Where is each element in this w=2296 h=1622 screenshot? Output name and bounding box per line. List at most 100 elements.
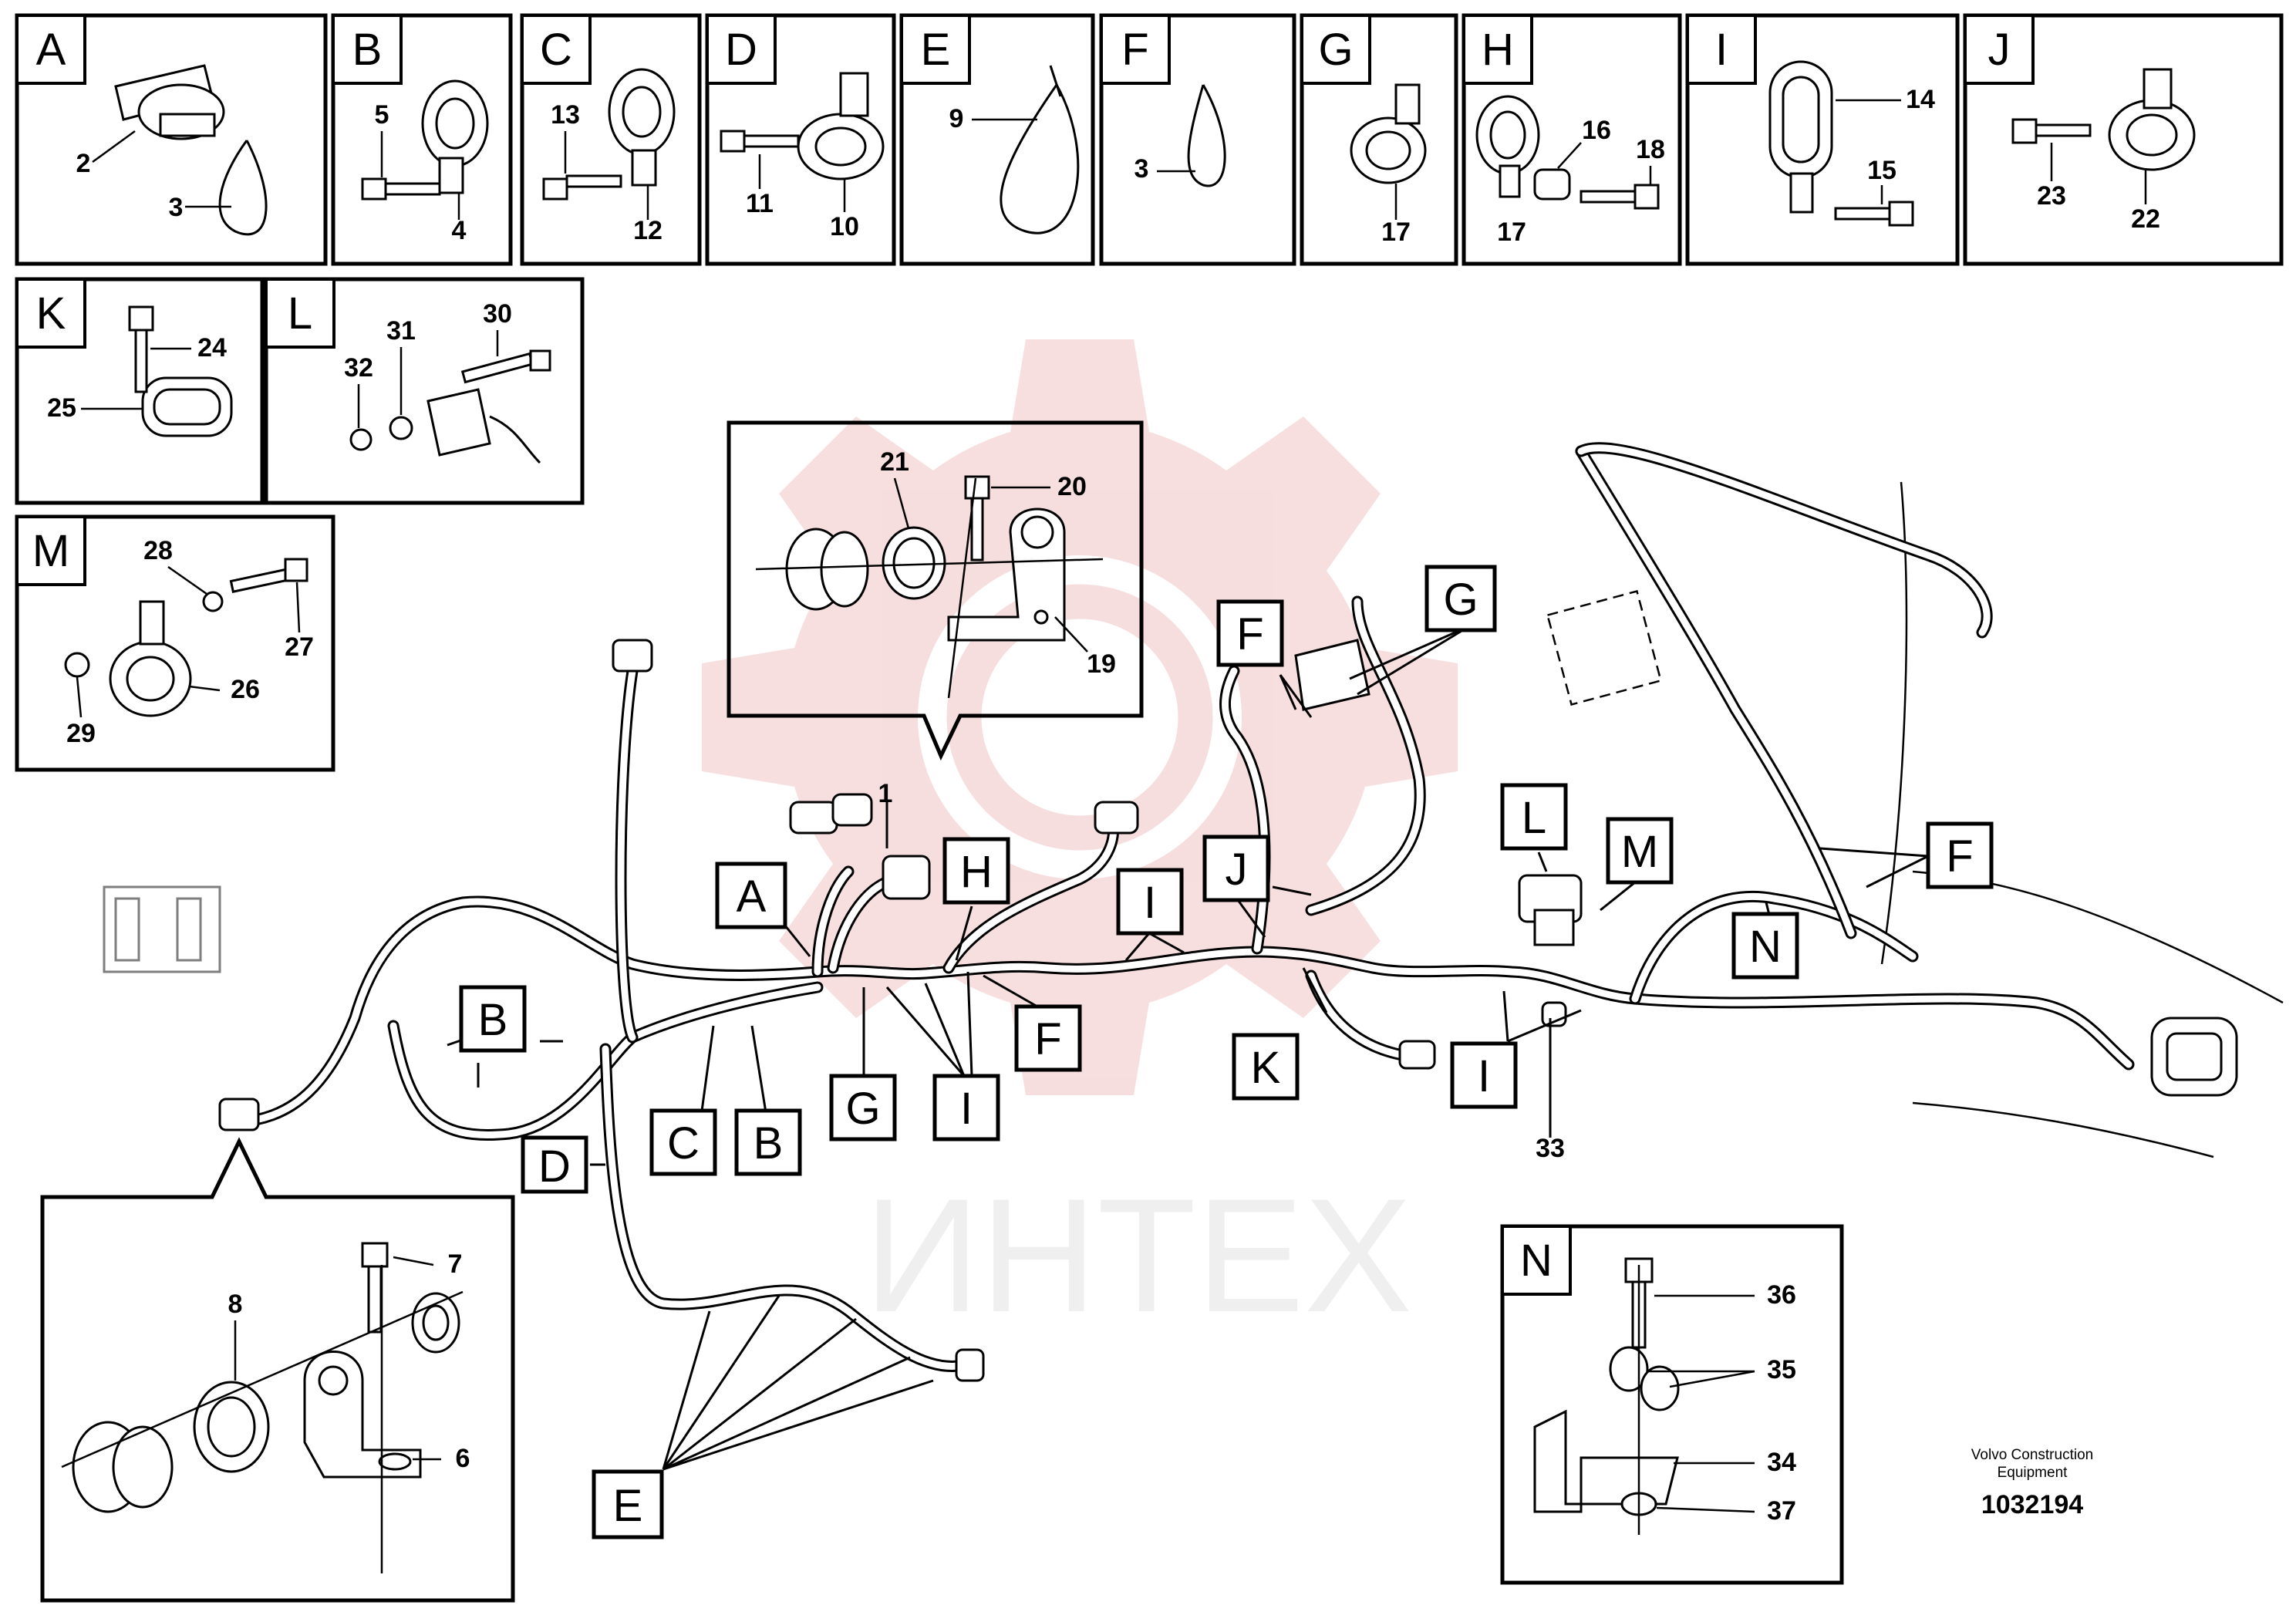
svg-text:D: D bbox=[538, 1141, 571, 1192]
panel-h-letter: H bbox=[1482, 25, 1514, 75]
connector-icon bbox=[1398, 1040, 1436, 1070]
panel-m-letter: M bbox=[32, 526, 69, 576]
panel-i-letter: I bbox=[1715, 25, 1728, 75]
panel-g: G 17 bbox=[1300, 13, 1458, 266]
washer-icon bbox=[389, 416, 413, 440]
washer-icon bbox=[202, 591, 224, 612]
dashed-outline bbox=[1546, 589, 1663, 706]
svg-text:G: G bbox=[1443, 575, 1478, 625]
panel-f-letter: F bbox=[1121, 25, 1148, 75]
rubber-clamp-icon bbox=[1475, 95, 1540, 198]
part-number-27: 27 bbox=[285, 632, 314, 662]
part-number-29: 29 bbox=[66, 719, 96, 748]
brand-line-1: Volvo Construction bbox=[1971, 1447, 2093, 1463]
panel-h: H 16 18 17 bbox=[1462, 13, 1682, 266]
brand-line-2: Equipment bbox=[1998, 1465, 2068, 1481]
svg-text:B: B bbox=[478, 995, 508, 1045]
part-number-17-h: 17 bbox=[1497, 218, 1526, 247]
p-clamp-icon bbox=[2108, 68, 2196, 171]
svg-text:I: I bbox=[1144, 878, 1156, 928]
nut-icon bbox=[349, 428, 373, 451]
bolt-icon bbox=[542, 174, 622, 201]
panel-l: L 31 30 32 bbox=[264, 277, 585, 505]
svg-text:G: G bbox=[845, 1084, 880, 1134]
top-panels: A 2 3 B bbox=[15, 13, 2284, 266]
bolt-icon bbox=[2011, 118, 2092, 144]
panel-k-letter: K bbox=[36, 288, 66, 339]
callout-i-center: I bbox=[1116, 868, 1184, 936]
part-number-8: 8 bbox=[228, 1290, 243, 1319]
detail-lower: 7 8 6 bbox=[40, 1137, 515, 1603]
part-number-15: 15 bbox=[1867, 156, 1896, 185]
svg-text:B: B bbox=[754, 1118, 784, 1168]
panel-k: K 24 25 bbox=[15, 277, 265, 505]
svg-text:M: M bbox=[1621, 827, 1658, 877]
part-number-21: 21 bbox=[880, 447, 909, 477]
panel-a-letter: A bbox=[36, 25, 66, 75]
part-number-3: 3 bbox=[169, 193, 184, 222]
part-number-35: 35 bbox=[1767, 1355, 1796, 1384]
rubber-clamp-icon bbox=[421, 79, 489, 194]
part-number-20: 20 bbox=[1057, 472, 1087, 501]
part-number-14: 14 bbox=[1906, 85, 1935, 114]
footer: Volvo Construction Equipment 1032194 bbox=[1971, 1447, 2093, 1519]
panel-f: F 3 bbox=[1099, 13, 1296, 266]
panel-m: M 28 27 26 29 bbox=[15, 514, 335, 772]
lamp-icon bbox=[1294, 639, 1371, 711]
part-number-17-g: 17 bbox=[1381, 218, 1411, 247]
document-number: 1032194 bbox=[1981, 1490, 2083, 1519]
part-number-4: 4 bbox=[452, 216, 467, 245]
panel-j: J 23 22 bbox=[1963, 13, 2284, 266]
sensor-connector-icon bbox=[72, 1421, 174, 1513]
panel-j-letter: J bbox=[1988, 25, 2011, 75]
part-number-10: 10 bbox=[830, 212, 859, 241]
bolt-icon bbox=[361, 177, 441, 201]
bolt-icon bbox=[128, 305, 154, 393]
panel-e-letter: E bbox=[921, 25, 951, 75]
part-number-9: 9 bbox=[949, 104, 964, 133]
part-number-6: 6 bbox=[456, 1444, 470, 1473]
part-number-1: 1 bbox=[878, 779, 893, 808]
part-number-2: 2 bbox=[76, 149, 91, 178]
panel-b: B 5 4 bbox=[331, 13, 513, 266]
part-number-32: 32 bbox=[344, 353, 373, 383]
part-number-26: 26 bbox=[231, 675, 260, 704]
part-number-36: 36 bbox=[1767, 1280, 1796, 1310]
callout-i-right: I bbox=[1450, 1041, 1518, 1109]
strap-clamp-icon bbox=[1768, 60, 1833, 214]
callout-m: M bbox=[1606, 817, 1674, 885]
callout-f-right: F bbox=[1926, 821, 1994, 889]
panel-d-letter: D bbox=[725, 25, 757, 75]
part-number-3-f: 3 bbox=[1135, 154, 1149, 184]
nut-icon bbox=[64, 652, 90, 678]
svg-text:F: F bbox=[1034, 1014, 1061, 1064]
bracket-icon bbox=[303, 1351, 422, 1479]
callout-f-center: F bbox=[1014, 1004, 1082, 1072]
part-number-5: 5 bbox=[375, 100, 389, 130]
part-number-19: 19 bbox=[1087, 649, 1116, 679]
p-clamp-icon bbox=[109, 600, 192, 717]
svg-text:I: I bbox=[1478, 1051, 1490, 1101]
bolt-icon bbox=[460, 349, 551, 384]
part-number-12: 12 bbox=[633, 216, 663, 245]
bracket-icon bbox=[947, 508, 1066, 642]
callout-i-bottom: I bbox=[932, 1074, 1000, 1141]
part-number-13: 13 bbox=[551, 100, 580, 130]
part-number-28: 28 bbox=[143, 536, 173, 565]
sensor-plug-icon bbox=[612, 639, 653, 673]
panel-d: D 11 10 bbox=[705, 13, 896, 266]
lock-ring-icon bbox=[193, 1381, 270, 1473]
rubber-clamp-icon bbox=[608, 68, 676, 187]
connector-icon bbox=[1094, 801, 1139, 835]
svg-text:C: C bbox=[667, 1118, 700, 1168]
panel-c: C 13 12 bbox=[520, 13, 702, 266]
part-number-23: 23 bbox=[2037, 181, 2066, 211]
svg-text:I: I bbox=[960, 1084, 973, 1134]
angle-bracket-icon bbox=[1533, 1409, 1679, 1513]
part-number-18: 18 bbox=[1636, 135, 1665, 164]
side-panels: K 24 25 L bbox=[15, 277, 585, 772]
callout-g-bottom: G bbox=[829, 1074, 897, 1141]
bolt-icon bbox=[361, 1242, 389, 1334]
svg-text:F: F bbox=[1946, 831, 1973, 882]
harness-assembly bbox=[103, 442, 2284, 1382]
